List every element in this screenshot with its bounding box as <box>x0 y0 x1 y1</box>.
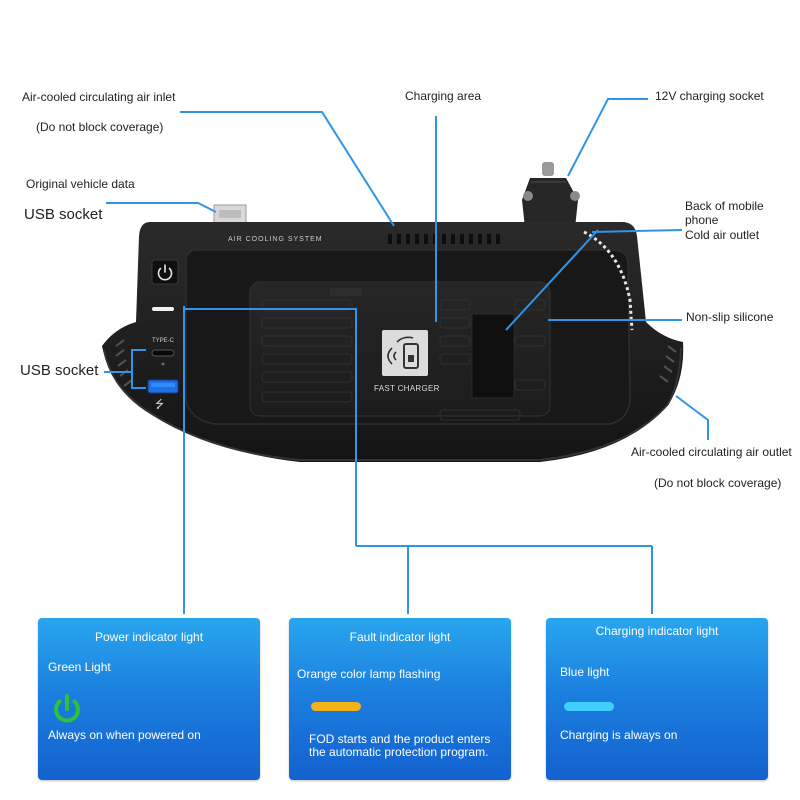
orange-led <box>311 702 361 711</box>
power-icon <box>54 694 80 723</box>
label-cold-air-outlet: Cold air outlet <box>685 228 760 242</box>
card-title: Fault indicator light <box>349 630 451 644</box>
leader-air-outlet <box>675 395 709 440</box>
card-subtitle: Orange color lamp flashing <box>297 667 441 681</box>
leader-back-phone <box>505 229 599 331</box>
card-description: Always on when powered on <box>48 728 201 742</box>
cigarette-plug <box>522 162 580 228</box>
type-c-port <box>151 349 175 357</box>
card-title: Power indicator light <box>94 630 204 644</box>
card-power-indicator: Power indicator light Green Light Always… <box>38 618 260 780</box>
leader-air-inlet <box>180 111 395 227</box>
label-12v-socket: 12V charging socket <box>655 89 764 103</box>
card-subtitle: Blue light <box>560 665 610 679</box>
label-original-vehicle-data: Original vehicle data <box>26 177 135 191</box>
vehicle-usb-plug <box>213 204 247 228</box>
card-description: FOD starts and the product enters the au… <box>309 732 491 760</box>
right-grill <box>659 345 677 383</box>
card-description: Charging is always on <box>560 728 678 742</box>
card-subtitle: Green Light <box>48 660 111 674</box>
leader-cold-air <box>591 229 683 233</box>
card-charging-indicator: Charging indicator light Blue light Char… <box>546 618 768 780</box>
label-charging-area: Charging area <box>405 89 482 103</box>
label-back-of-phone: Back of mobile phone <box>685 199 764 227</box>
leader-12v-socket <box>567 98 648 177</box>
indicator-light <box>152 307 174 311</box>
leader-usb-top <box>106 202 217 213</box>
label-air-inlet-note: (Do not block coverage) <box>36 120 164 134</box>
label-air-outlet: Air-cooled circulating air outlet <box>631 445 792 459</box>
fast-charger-label: FAST CHARGER <box>374 384 440 393</box>
label-air-inlet: Air-cooled circulating air inlet <box>22 90 176 104</box>
cold-air-outlet-marks <box>583 230 634 331</box>
label-usb-socket-left: USB socket <box>20 362 99 379</box>
label-usb-socket-top: USB socket <box>24 206 103 223</box>
leader-usb-bracket <box>131 349 146 389</box>
type-c-label: TYPE-C <box>152 338 175 344</box>
label-air-outlet-note: (Do not block coverage) <box>654 476 782 490</box>
leader-indicator-top <box>184 308 357 546</box>
power-button[interactable] <box>151 259 179 285</box>
card-fault-indicator: Fault indicator light Orange color lamp … <box>289 618 511 780</box>
usb-icon: ⭍ <box>155 399 165 411</box>
card-title: Charging indicator light <box>595 624 719 638</box>
vent-print: AIR COOLING SYSTEM <box>228 236 323 243</box>
label-non-slip-silicone: Non-slip silicone <box>686 310 774 324</box>
fast-charger-badge <box>382 330 428 376</box>
blue-led <box>564 702 614 711</box>
